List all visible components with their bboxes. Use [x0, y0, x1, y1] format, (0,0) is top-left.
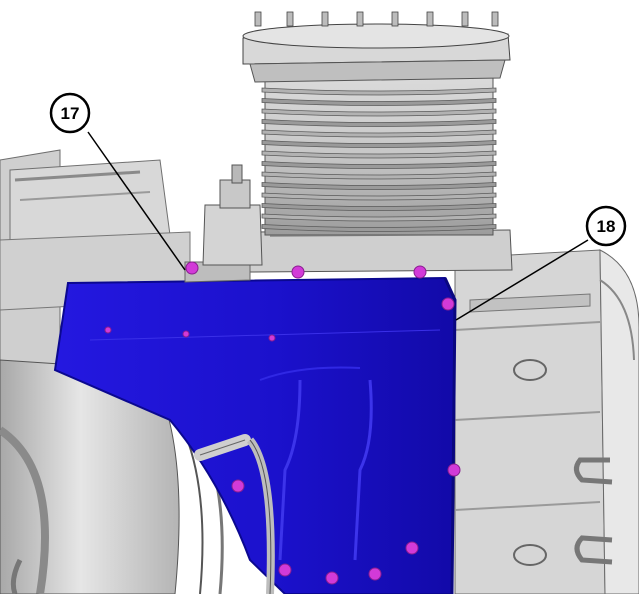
fastener-marker [182, 330, 190, 338]
fastener-marker [231, 479, 245, 493]
cylinder-fin [261, 213, 497, 222]
callout-18-label: 18 [597, 217, 616, 236]
cap-bolt [356, 11, 364, 27]
callout-17: 17 [49, 92, 91, 134]
valve-fitting [202, 164, 263, 266]
fastener-marker [291, 265, 305, 279]
cylinder-fin [261, 150, 497, 159]
highlighted-cover-panel [53, 276, 457, 594]
cylinder-fin [261, 171, 497, 180]
hose-fitting [194, 434, 275, 594]
fastener-marker [413, 265, 427, 279]
cap-bolt [461, 11, 469, 27]
fastener-marker [268, 334, 276, 342]
finned-cylinder [242, 11, 511, 236]
fastener-marker [185, 261, 199, 275]
cap-bolt [491, 11, 499, 27]
fastener-markers [104, 261, 461, 585]
fastener-marker [278, 563, 292, 577]
cap-bolt [391, 11, 399, 27]
cylinder-fin [261, 108, 497, 117]
callout-leaders [87, 131, 589, 321]
fastener-marker [405, 541, 419, 555]
cylinder-fin [261, 140, 497, 148]
callout-18: 18 [585, 205, 627, 247]
cylinder-fin [261, 192, 497, 201]
callout-17-label: 17 [61, 104, 80, 123]
cylinder-fin [261, 182, 497, 190]
cylinder-fin [261, 98, 497, 106]
cap-bolt [254, 11, 262, 27]
cap-bolt [286, 11, 294, 27]
fastener-marker [368, 567, 382, 581]
cylinder-fin [261, 203, 497, 211]
cylinder-fin [261, 161, 497, 169]
cylinder-fins [261, 87, 497, 232]
cylinder-fin [261, 87, 497, 96]
fastener-marker [447, 463, 461, 477]
cap-bolt [321, 11, 329, 27]
fastener-marker [104, 326, 112, 334]
fastener-marker [325, 571, 339, 585]
cap-bolts [254, 11, 499, 27]
cylinder-fin [261, 129, 497, 138]
cylinder-fin [261, 119, 497, 127]
fastener-marker [441, 297, 455, 311]
cylinder-fin [261, 224, 497, 232]
cap-bolt [426, 11, 434, 27]
